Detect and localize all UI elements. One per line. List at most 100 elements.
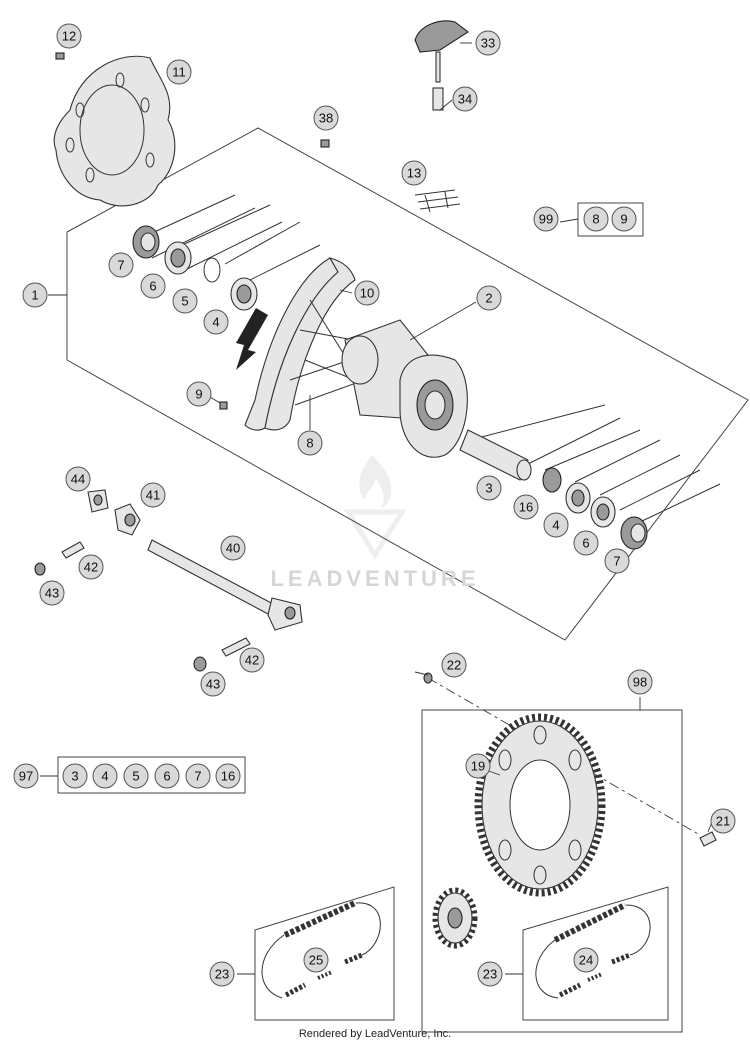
left-bearings — [132, 225, 258, 311]
svg-text:41: 41 — [146, 488, 160, 503]
callout-23-left: 23 — [209, 961, 235, 987]
valve-cap — [320, 139, 330, 148]
chain-right — [522, 886, 669, 1021]
kit-99-item: 8 — [583, 206, 609, 232]
svg-text:6: 6 — [149, 279, 156, 294]
callout-13: 13 — [401, 160, 427, 186]
svg-text:21: 21 — [716, 814, 730, 829]
callout-98: 98 — [627, 669, 653, 695]
callout-43-lower: 43 — [200, 671, 226, 697]
svg-text:6: 6 — [582, 536, 589, 551]
callout-33: 33 — [475, 30, 501, 56]
rim-tape — [414, 189, 461, 213]
callout-7-left: 7 — [108, 252, 134, 278]
svg-text:16: 16 — [221, 769, 235, 784]
svg-text:3: 3 — [485, 481, 492, 496]
callout-9: 9 — [186, 381, 212, 407]
svg-text:97: 97 — [19, 769, 33, 784]
callout-12: 12 — [56, 23, 82, 49]
kit-97-item: 4 — [92, 763, 118, 789]
svg-text:4: 4 — [101, 769, 108, 784]
svg-text:42: 42 — [245, 653, 259, 668]
hub — [341, 319, 468, 458]
svg-text:13: 13 — [407, 166, 421, 181]
leader-lines — [40, 42, 713, 975]
callout-22: 22 — [441, 652, 467, 678]
svg-text:99: 99 — [539, 212, 553, 227]
kit-99-box — [577, 202, 644, 237]
chain-left — [254, 886, 395, 1021]
rear-sprocket — [474, 713, 606, 897]
brake-disc — [53, 55, 176, 207]
rim-screw — [219, 401, 228, 410]
svg-text:3: 3 — [71, 769, 78, 784]
svg-text:4: 4 — [212, 315, 219, 330]
callout-2: 2 — [476, 285, 502, 311]
callout-10: 10 — [354, 280, 380, 306]
svg-text:1: 1 — [31, 288, 38, 303]
kit-97-item: 6 — [154, 763, 180, 789]
svg-text:6: 6 — [163, 769, 170, 784]
kit-97-label: 97 — [13, 763, 39, 789]
svg-text:9: 9 — [620, 212, 627, 227]
svg-text:43: 43 — [45, 586, 59, 601]
callout-4-right: 4 — [543, 512, 569, 538]
wheel-assembly-box — [66, 127, 749, 641]
kit-97-item: 3 — [62, 763, 88, 789]
svg-text:12: 12 — [62, 29, 76, 44]
svg-text:10: 10 — [360, 286, 374, 301]
callout-40: 40 — [220, 535, 246, 561]
svg-text:19: 19 — [471, 759, 485, 774]
svg-text:5: 5 — [181, 294, 188, 309]
svg-text:22: 22 — [447, 658, 461, 673]
callout-5: 5 — [172, 288, 198, 314]
watermark-text: LEADVENTURE — [270, 566, 480, 591]
svg-text:43: 43 — [206, 677, 220, 692]
svg-text:40: 40 — [226, 541, 240, 556]
svg-text:33: 33 — [481, 36, 495, 51]
callout-42-lower: 42 — [239, 647, 265, 673]
svg-text:11: 11 — [172, 65, 186, 80]
bearing-guide-lines — [149, 194, 721, 523]
rim-lock — [414, 20, 469, 111]
svg-text:23: 23 — [215, 967, 229, 982]
svg-text:42: 42 — [84, 560, 98, 575]
svg-text:8: 8 — [306, 436, 313, 451]
svg-text:98: 98 — [633, 675, 647, 690]
callout-19: 19 — [465, 753, 491, 779]
svg-text:44: 44 — [71, 472, 85, 487]
kit-99-item: 9 — [611, 206, 637, 232]
sprocket-axis-line — [427, 677, 701, 836]
callout-41: 41 — [140, 482, 166, 508]
watermark-logo — [343, 455, 407, 560]
callout-16: 16 — [513, 494, 539, 520]
svg-text:4: 4 — [552, 518, 559, 533]
footer-credit: Rendered by LeadVenture, Inc. — [298, 1028, 452, 1040]
callout-6-left: 6 — [140, 273, 166, 299]
svg-text:25: 25 — [309, 953, 323, 968]
callout-44: 44 — [65, 466, 91, 492]
sprocket-bolt — [699, 831, 717, 847]
callout-4-left: 4 — [203, 309, 229, 335]
svg-text:16: 16 — [519, 500, 533, 515]
callout-43-upper: 43 — [39, 580, 65, 606]
callout-8: 8 — [297, 430, 323, 456]
callout-1: 1 — [22, 282, 48, 308]
right-bearings — [459, 429, 648, 550]
svg-text:34: 34 — [458, 92, 472, 107]
callout-21: 21 — [710, 808, 736, 834]
disc-bolt — [55, 52, 65, 60]
svg-text:7: 7 — [194, 769, 201, 784]
rotation-arrow — [236, 308, 268, 370]
callout-23-right: 23 — [477, 961, 503, 987]
sprocket-nut — [423, 672, 433, 684]
svg-text:9: 9 — [195, 387, 202, 402]
svg-text:7: 7 — [613, 554, 620, 569]
callout-24: 24 — [573, 947, 599, 973]
rim — [244, 257, 356, 431]
callout-34: 34 — [452, 86, 478, 112]
front-sprocket — [432, 887, 478, 949]
axle-parts — [34, 489, 303, 672]
kit-97-box — [57, 756, 246, 794]
